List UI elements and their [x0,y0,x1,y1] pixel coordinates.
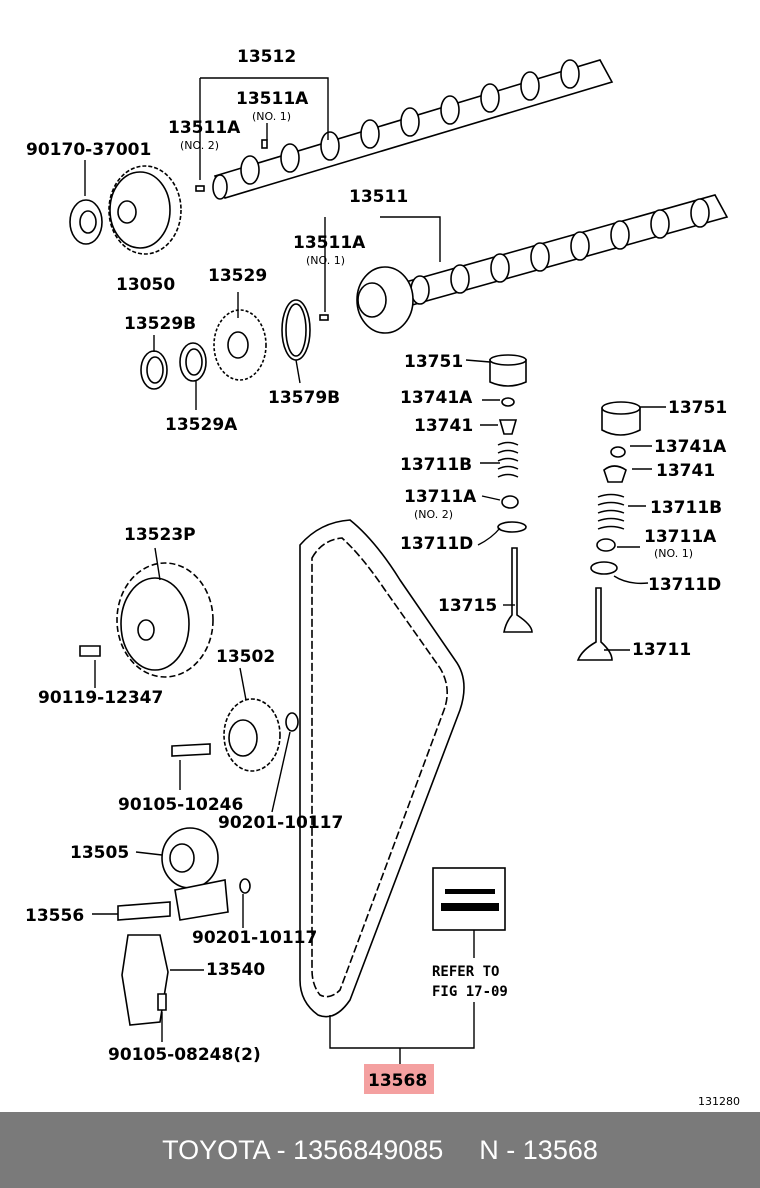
label-exhaust-valve: 13715 [438,596,497,616]
bracket-icon [121,934,169,1026]
label-seat-no1: 13711A [644,527,717,547]
vvt-gear-icon [108,165,182,255]
label-bracket: 13540 [206,960,265,980]
key-icon [195,185,205,192]
label-seal-right: 13711D [648,575,721,595]
bolt-icon [171,743,211,757]
label-camshaft-assy: 13512 [237,47,296,67]
label-retainer-right: 13741 [656,461,715,481]
label-camshaft-no2: 13511 [349,187,408,207]
key-icon [261,139,268,149]
label-idler: 13502 [216,647,275,667]
label-nut: 90170-37001 [26,140,151,160]
timing-belt-icon [299,519,465,1018]
figure-number: 131280 [698,1095,740,1108]
note-seat-no1: (NO. 1) [654,547,693,560]
parts-diagram: 13512 13511A (NO. 1) 13511A (NO. 2) 9017… [25,47,740,1108]
key-icon [319,314,329,321]
label-bolt-tensioner: 13556 [25,906,84,926]
label-seal-left: 13711D [400,534,473,554]
label-seat-no2: 13711A [404,487,477,507]
valve-assembly-left [489,354,533,633]
label-washer-tensioner: 90201-10117 [192,928,317,948]
label-lifter-right: 13751 [668,398,727,418]
bolt-icon [79,645,101,657]
label-plate-a: 13529A [165,415,238,435]
label-timing-pulley: 13523P [124,525,196,545]
note-key-no1-top: (NO. 1) [252,110,291,123]
label-key-no1-top: 13511A [236,89,309,109]
label-retainer-lock-left: 13741A [400,388,473,408]
camshaft-lower [356,194,729,334]
label-timing-belt[interactable]: 13568 [368,1071,427,1091]
bolt-icon [157,993,167,1011]
label-sprocket: 13529 [208,266,267,286]
label-key-no2: 13511A [168,118,241,138]
footer-part-number: TOYOTA - 1356849085 [162,1134,444,1165]
footer-bar: TOYOTA - 1356849085 N - 13568 [0,1112,760,1188]
label-key-no1-bottom: 13511A [293,233,366,253]
sprocket-icon [213,309,267,381]
label-washer-idler: 90201-10117 [218,813,343,833]
tensioner-icon [161,827,229,921]
note-key-no1-bottom: (NO. 1) [306,254,345,267]
highlight-box [364,1064,434,1094]
label-retainer-lock-right: 13741A [654,437,727,457]
timing-pulley-icon [116,562,214,678]
refer-line-2: FIG 17-09 [432,984,508,1000]
bolt-icon [117,901,171,921]
label-retainer-left: 13741 [414,416,473,436]
label-bolt-bracket: 90105-08248(2) [108,1045,261,1065]
belt-tag-icon [432,867,506,931]
note-seat-no2: (NO. 2) [414,508,453,521]
label-spring-left: 13711B [400,455,472,475]
label-vvt-gear: 13050 [116,275,175,295]
idler-pulley-icon [223,698,281,772]
refer-line-1: REFER TO [432,964,499,980]
label-intake-valve: 13711 [632,640,691,660]
label-spring-right: 13711B [650,498,722,518]
label-tensioner: 13505 [70,843,129,863]
nut-icon [69,199,103,245]
note-key-no2: (NO. 2) [180,139,219,152]
washer-icon [285,712,299,732]
label-bolt-pulley: 90119-12347 [38,688,163,708]
label-snap-ring: 13579B [268,388,340,408]
washer-icon [239,878,251,894]
footer-reference: N - 13568 [479,1134,598,1165]
label-bolt-idler: 90105-10246 [118,795,243,815]
camshaft-upper [212,59,614,200]
valve-assembly-right [576,401,641,661]
label-lifter-left: 13751 [404,352,463,372]
label-plate-b: 13529B [124,314,196,334]
